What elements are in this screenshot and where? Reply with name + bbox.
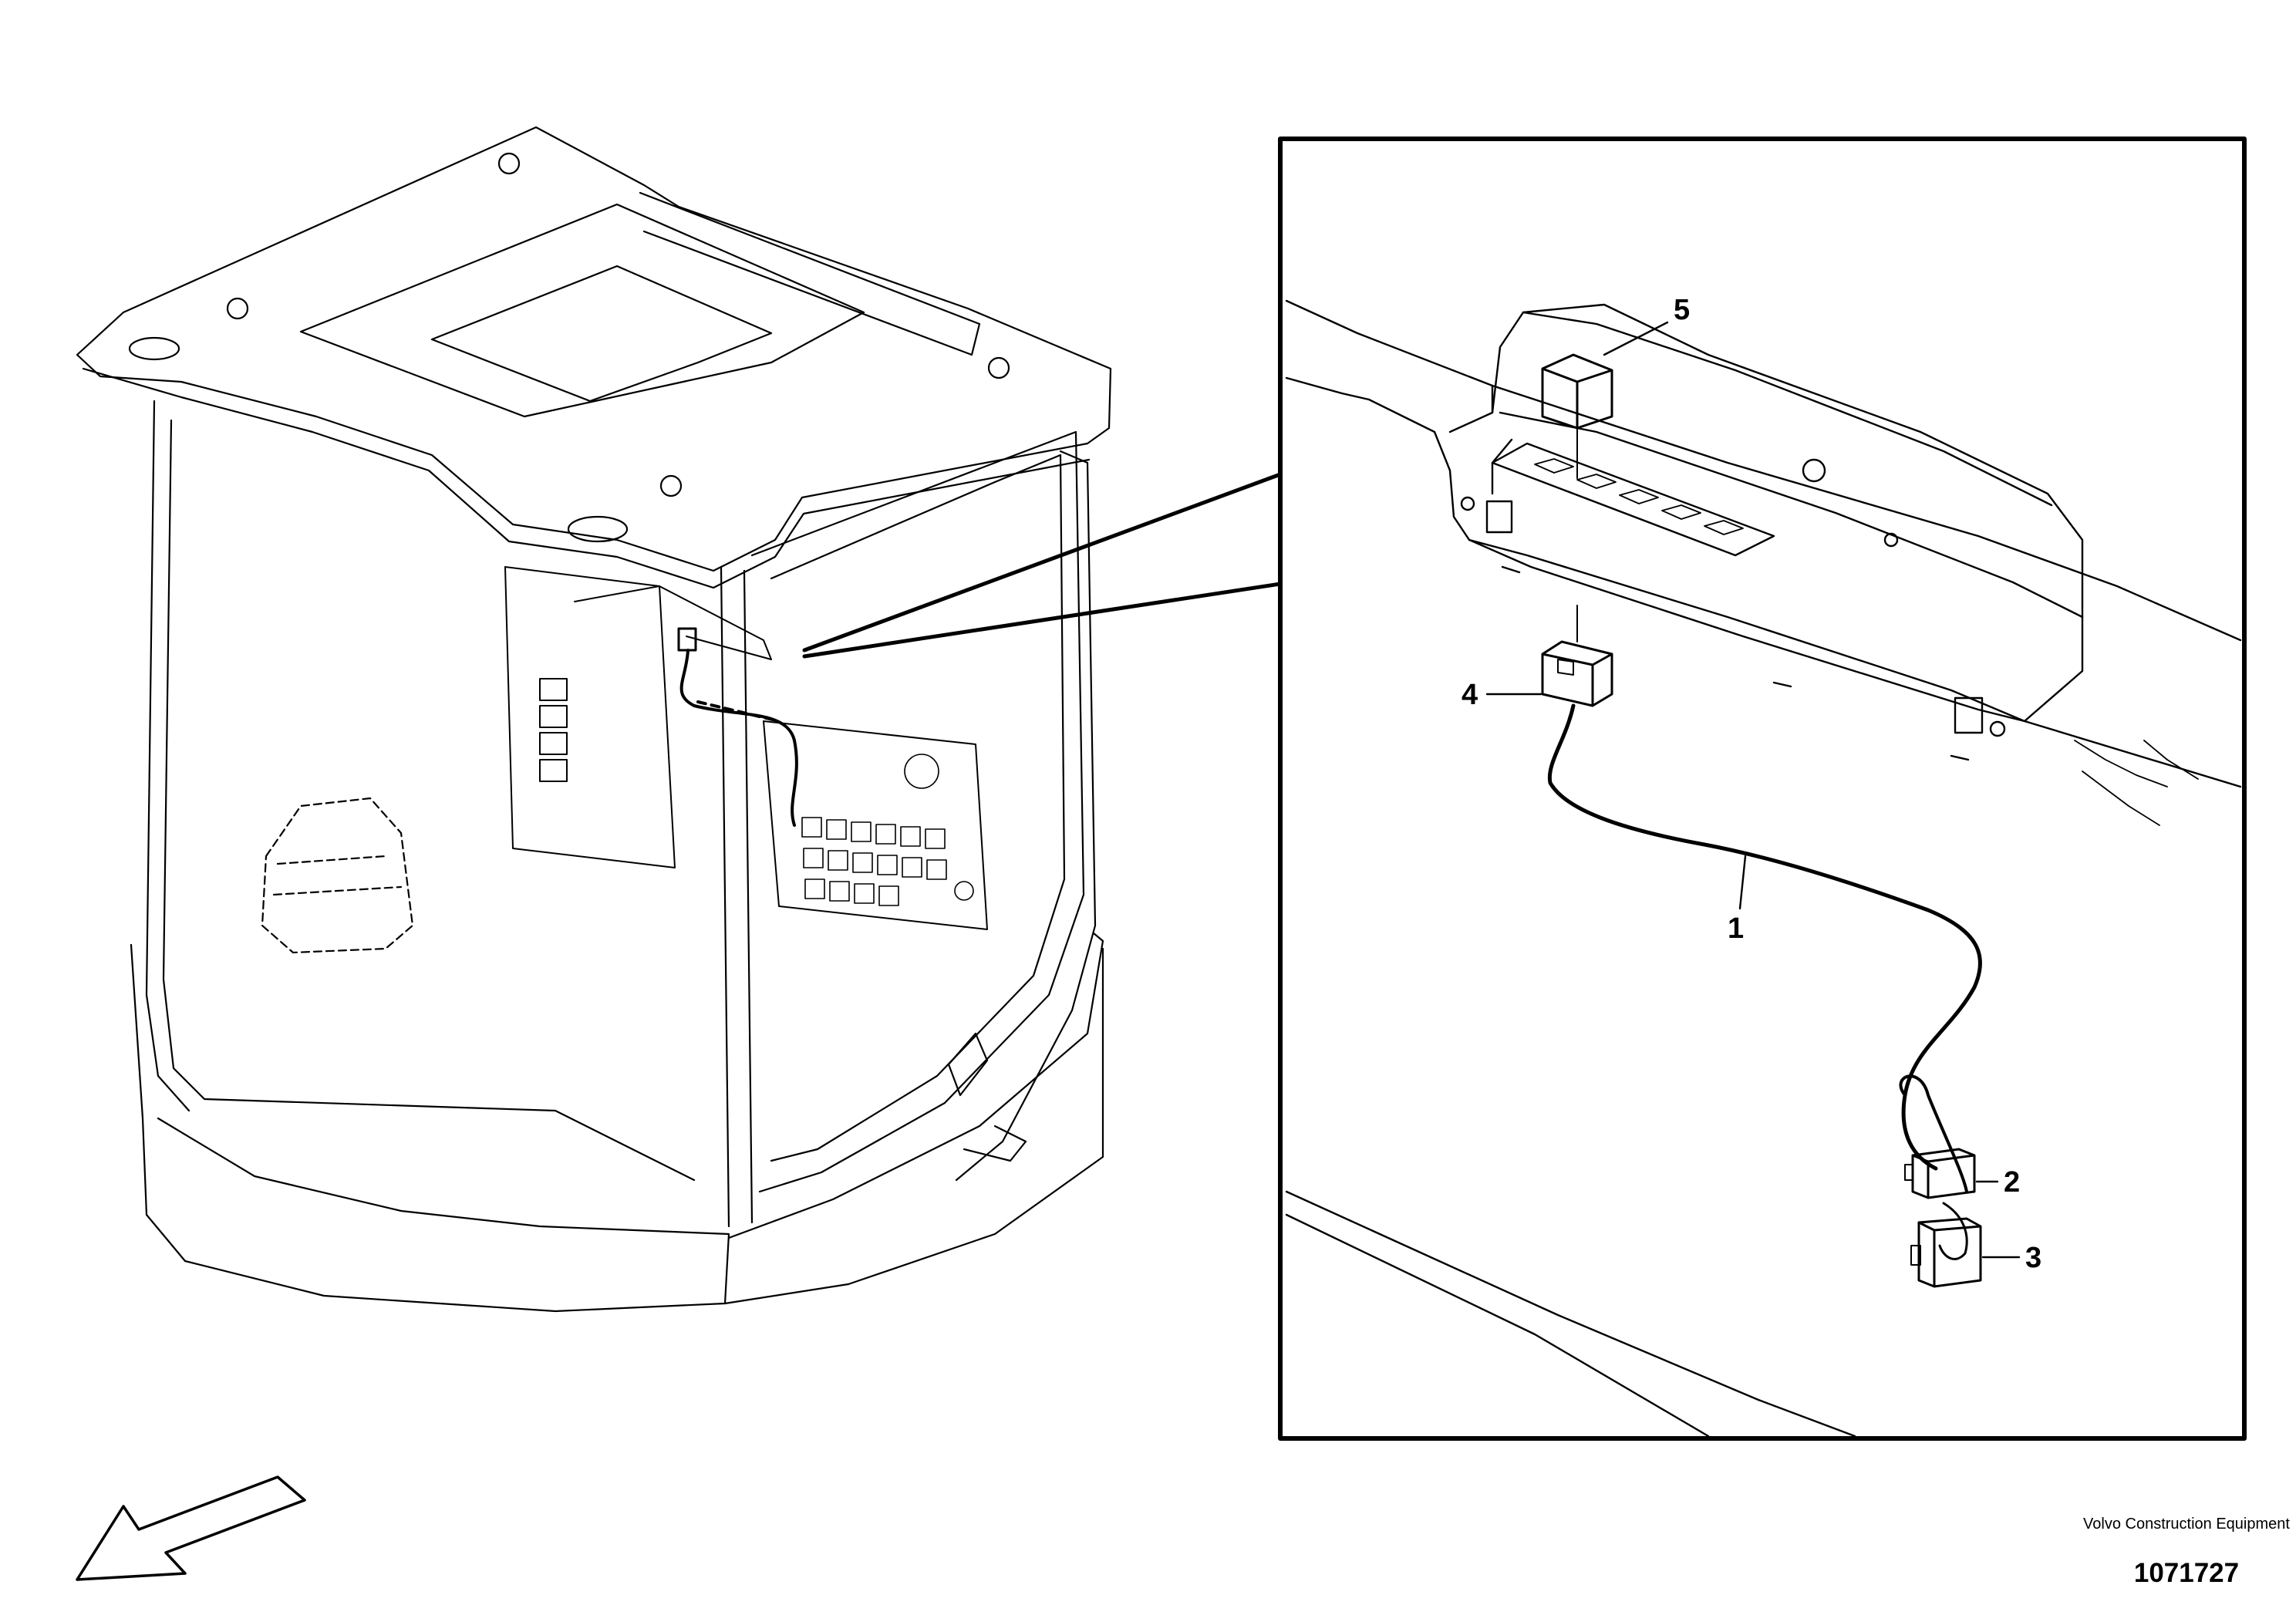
console-top-edge <box>1522 311 2053 507</box>
console-hole <box>1883 532 1899 548</box>
callout-1: 1 <box>1728 912 1744 945</box>
fuse-array <box>801 754 974 906</box>
harness-1-branch <box>1899 1074 1968 1193</box>
callout-5-leader <box>1603 321 1669 356</box>
console-slot <box>1485 500 1513 534</box>
beam-top-edge <box>1285 299 2242 642</box>
lift-eye <box>567 515 629 543</box>
drawing-number: 1071727 <box>2133 1558 2240 1588</box>
detail-frame <box>1278 137 2247 1441</box>
cab-lower-shell-2 <box>727 932 1104 1239</box>
harness-dashed <box>696 700 781 723</box>
connector-in-cab <box>677 627 697 652</box>
cab-door-glass <box>770 454 1066 1162</box>
detail-view <box>1285 299 2242 1438</box>
connector-3-latch <box>1910 1245 1921 1266</box>
cab-rear-post <box>955 450 1097 1182</box>
relay-base <box>1491 442 1775 557</box>
harness-in-cab <box>679 649 798 827</box>
connector-2-latch <box>1904 1164 1913 1181</box>
roof-canopy <box>76 126 1112 572</box>
panel-bracket <box>574 585 772 660</box>
relay-5 <box>1541 353 1613 430</box>
callout-1-leader <box>1738 855 1747 910</box>
console-face-line <box>1499 411 2084 619</box>
roof-hatch <box>430 265 773 403</box>
beam-vertical-face <box>1448 384 1513 495</box>
connector-3 <box>1917 1217 1982 1288</box>
panel-backplate <box>504 566 676 868</box>
floor-edge <box>1285 1190 1856 1438</box>
direction-arrow <box>76 1475 306 1581</box>
cab-door-frame <box>750 430 1085 1193</box>
connector-3-wire <box>1938 1202 1968 1260</box>
cab-pillar <box>720 565 754 1228</box>
cab-lower-shell-3 <box>723 947 1104 1305</box>
bolt <box>987 356 1010 379</box>
relay-sockets <box>1534 458 1744 535</box>
connector-4 <box>1541 640 1613 707</box>
floor-edge-2 <box>1285 1213 1710 1438</box>
roof-panel <box>299 203 865 418</box>
roof-canopy-edge <box>82 367 1091 589</box>
bolt <box>497 152 521 175</box>
connector-2 <box>1911 1148 1976 1199</box>
callout-3: 3 <box>2025 1242 2041 1274</box>
company-credit: Volvo Construction Equipment <box>2083 1516 2290 1533</box>
callout-4: 4 <box>1462 679 1478 711</box>
cab-front-frame <box>145 400 190 1112</box>
harness-1 <box>1547 703 1982 1171</box>
bolt <box>659 474 683 497</box>
roof-ridge <box>639 191 981 356</box>
zoom-leader <box>802 472 1283 659</box>
relay-block <box>539 705 568 728</box>
console-hole <box>1989 720 2006 737</box>
cab-overview <box>76 126 1112 1313</box>
console-slot <box>1954 696 1984 734</box>
operator-seat <box>261 797 414 954</box>
console-slot-small <box>1501 565 1970 761</box>
relay-block <box>539 732 568 755</box>
callout-5: 5 <box>1674 294 1690 326</box>
callout-2: 2 <box>2004 1166 2020 1199</box>
cab-front-glass <box>162 419 696 1182</box>
beam-bracket <box>1285 376 2242 788</box>
electrical-panel <box>504 566 988 930</box>
console-housing <box>1468 303 2084 723</box>
grab-rail <box>963 1125 1027 1162</box>
console-hole <box>1460 496 1475 511</box>
console-hole <box>1802 458 1826 483</box>
fuse-board <box>763 720 988 930</box>
cab-lower-shell <box>130 943 730 1313</box>
lift-eye <box>128 336 180 361</box>
relay-block <box>539 759 568 782</box>
door-handle <box>947 1032 989 1097</box>
bolt <box>226 297 249 320</box>
connector-4-socket <box>1557 659 1574 676</box>
relay-sockets-far <box>2074 740 2199 826</box>
relay-block <box>539 678 568 701</box>
operator-seat-cushion <box>272 855 403 896</box>
